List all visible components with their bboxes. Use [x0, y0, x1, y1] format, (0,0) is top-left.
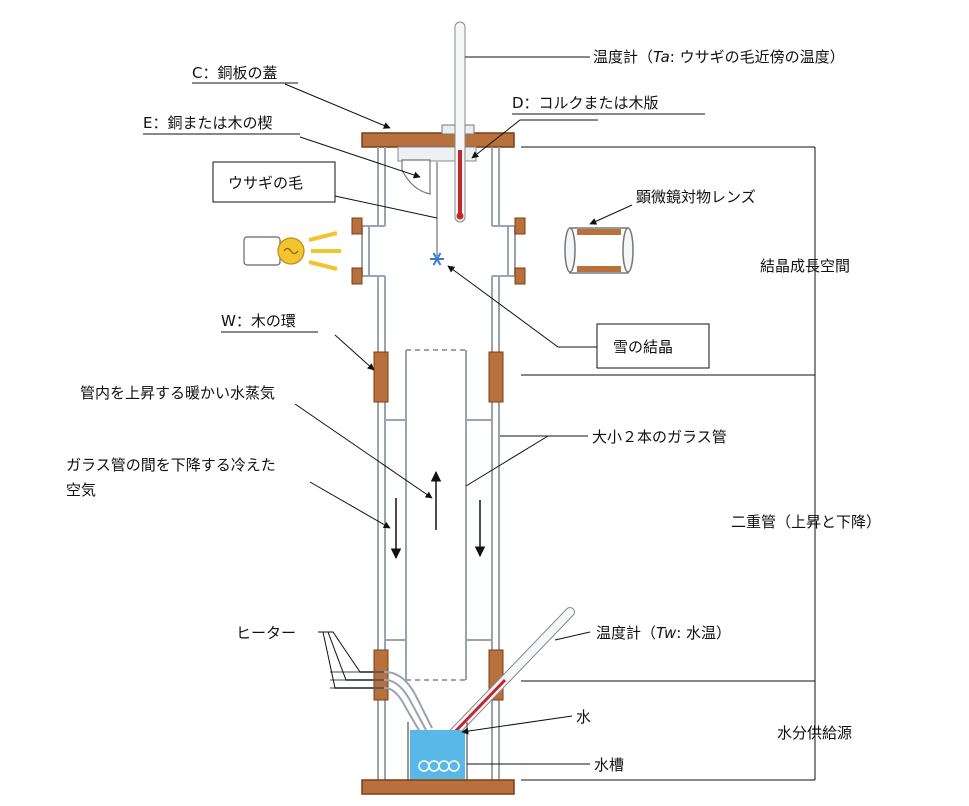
- wood-rings: [373, 351, 504, 701]
- rabbit-hair-box: [212, 161, 336, 203]
- label-thermometer-top: 温度計（Ta: ウサギの毛近傍の温度）: [593, 48, 845, 66]
- flow-arrows: [390, 470, 486, 560]
- microscope-lens-icon: [564, 227, 634, 274]
- label-rising-vapor: 管内を上昇する暖かい水蒸気: [80, 384, 275, 402]
- label-snow-crystal: 雪の結晶: [613, 338, 673, 356]
- outer-tube: [377, 147, 500, 780]
- label-double-tube: 二重管（上昇と下降）: [731, 513, 881, 531]
- label-copper-lid: C：銅板の蓋: [192, 64, 277, 82]
- label-thermometer-bottom: 温度計（Tw: 水温）: [596, 624, 731, 642]
- section-brackets: [521, 146, 816, 781]
- wedge: [401, 159, 431, 195]
- heater-wires: [330, 671, 433, 733]
- label-descending-air-1: ガラス管の間を下降する冷えた: [66, 456, 276, 474]
- leader-lines: [284, 56, 633, 765]
- water-tank: [407, 722, 468, 781]
- labels: 温度計（Ta: ウサギの毛近傍の温度） C：銅板の蓋 D：コルクまたは木版 E：…: [66, 48, 881, 774]
- label-descending-air-2: 空気: [66, 481, 96, 499]
- label-rabbit-hair: ウサギの毛: [228, 174, 303, 192]
- label-water-tank: 水槽: [594, 756, 624, 774]
- snow-crystal-icon: [430, 252, 444, 266]
- snow-crystal-box: [596, 323, 710, 369]
- base-plate: [361, 779, 515, 795]
- top-thermometer: [454, 21, 466, 223]
- lamp-icon: [243, 231, 341, 271]
- label-cork-plate: D：コルクまたは木版: [512, 94, 659, 112]
- label-wood-ring: W：木の環: [221, 312, 296, 330]
- left-window: [351, 217, 385, 285]
- inner-tube: [385, 349, 492, 681]
- bottom-thermometer: [440, 607, 575, 747]
- right-window: [492, 217, 526, 285]
- apparatus: [243, 21, 634, 795]
- label-heater: ヒーター: [236, 624, 296, 642]
- label-wedge: E：銅または木の楔: [143, 114, 272, 132]
- label-water-supply: 水分供給源: [777, 724, 852, 742]
- label-glass-tubes: 大小２本のガラス管: [592, 428, 727, 446]
- label-water: 水: [576, 708, 591, 726]
- label-crystal-growth-space: 結晶成長空間: [760, 257, 850, 275]
- copper-lid-plate: [361, 132, 515, 148]
- label-microscope-lens: 顕微鏡対物レンズ: [636, 188, 756, 206]
